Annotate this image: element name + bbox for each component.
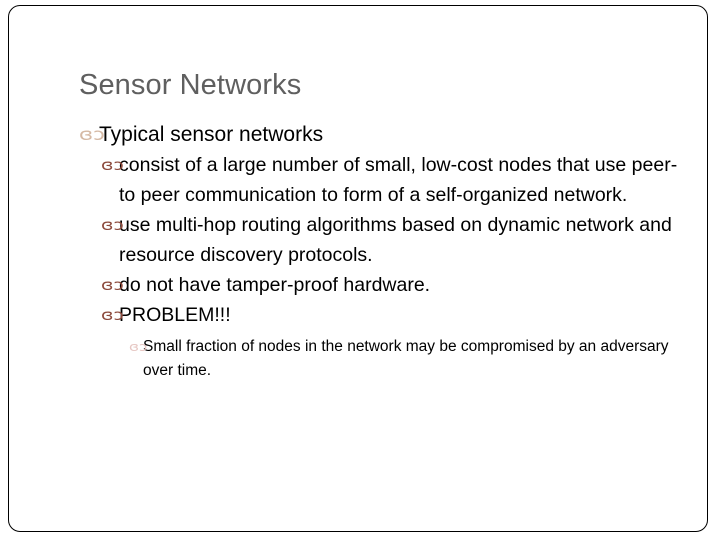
slide-body: ɞɔ Typical sensor networks ɞɔ consist of… (79, 121, 691, 383)
bullet-level3-compromised: ɞɔ Small fraction of nodes in the networ… (129, 335, 691, 383)
bullet-level2-label: PROBLEM!!! (119, 304, 231, 326)
bullet-level1-label: Typical sensor networks (99, 123, 324, 146)
loop-bullet-icon: ɞɔ (79, 125, 105, 145)
loop-bullet-icon: ɞɔ (129, 340, 148, 354)
bullet-level3-label: Small fraction of nodes in the network m… (143, 338, 669, 379)
slide-frame: Sensor Networks ɞɔ Typical sensor networ… (8, 5, 708, 532)
loop-bullet-icon: ɞɔ (101, 276, 124, 294)
loop-bullet-icon: ɞɔ (101, 156, 124, 174)
bullet-level2-label: do not have tamper-proof hardware. (119, 274, 431, 296)
page-title: Sensor Networks (79, 69, 302, 101)
loop-bullet-icon: ɞɔ (101, 306, 124, 324)
bullet-level2-label: use multi-hop routing algorithms based o… (119, 214, 672, 266)
bullet-level1: ɞɔ Typical sensor networks (79, 121, 691, 149)
bullet-level2-consist: ɞɔ consist of a large number of small, l… (101, 150, 691, 210)
bullet-level2-label: consist of a large number of small, low-… (119, 154, 678, 206)
bullet-level2-multihop: ɞɔ use multi-hop routing algorithms base… (101, 210, 691, 270)
loop-bullet-icon: ɞɔ (101, 216, 124, 234)
bullet-level2-tamperproof: ɞɔ do not have tamper-proof hardware. (101, 270, 691, 300)
bullet-level2-problem: ɞɔ PROBLEM!!! (101, 300, 691, 330)
